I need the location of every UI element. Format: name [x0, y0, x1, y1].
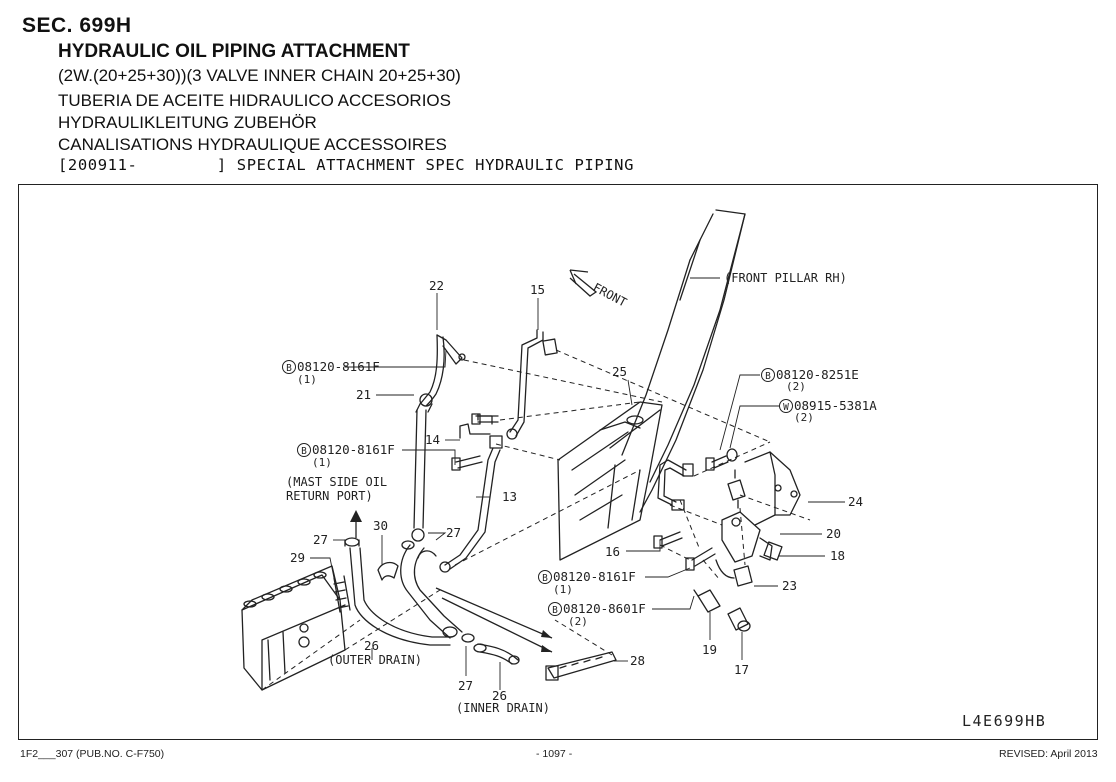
bolt-e	[705, 455, 729, 471]
clamp-27-bottom	[442, 626, 487, 653]
callout-30: 30	[373, 518, 388, 533]
title-german: HYDRAULIKLEITUNG ZUBEHÖR	[58, 113, 317, 132]
callout-27-bottom: 27	[458, 678, 473, 693]
bolt-mark-b-letter: B	[301, 446, 307, 457]
bolt-mark-c-letter: B	[542, 573, 548, 584]
footer-publication: 1F2___307 (PUB.NO. C-F750)	[20, 748, 165, 760]
pipe-13	[439, 435, 503, 573]
cable-tie-28	[545, 651, 617, 681]
bolt-d-part-number: 08120-8601F	[563, 601, 646, 616]
clamp-27-top	[344, 537, 360, 547]
arrows	[435, 269, 598, 653]
footer-page-number: - 1097 -	[536, 748, 573, 760]
callout-25: 25	[612, 364, 627, 379]
washer-mark	[779, 399, 793, 413]
callout-27-top: 27	[313, 532, 328, 547]
washer-qty: (2)	[794, 411, 814, 424]
inner-drain-hose	[477, 643, 520, 665]
footer-revised: REVISED: April 2013	[999, 748, 1098, 760]
return-hose	[411, 409, 427, 542]
bolt-a-part-number: 08120-8161F	[297, 359, 380, 374]
washer-mark-letter: W	[783, 402, 789, 413]
callout-14: 14	[425, 432, 440, 447]
callout-26-inner: 26	[492, 688, 507, 703]
spec-line: [200911- ] SPECIAL ATTACHMENT SPEC HYDRA…	[58, 156, 635, 174]
front-label: FRONT	[591, 280, 629, 309]
callout-16: 16	[605, 544, 620, 559]
bolt-a-qty: (1)	[297, 373, 317, 386]
page-title: HYDRAULIC OIL PIPING ATTACHMENT	[58, 41, 410, 62]
bolt-mark-e-letter: B	[765, 371, 771, 382]
callout-28: 28	[630, 653, 645, 668]
bolt-mark-d-letter: B	[552, 605, 558, 616]
pipe-15	[506, 329, 558, 440]
washer-part-number: 08915-5381A	[794, 398, 877, 413]
fitting-23	[715, 559, 753, 587]
callout-20: 20	[826, 526, 841, 541]
callout-13: 13	[502, 489, 517, 504]
bolt-b	[451, 455, 483, 471]
hose-22	[419, 334, 466, 407]
callout-26-outer: 26	[364, 638, 379, 653]
bolt-mark-c	[538, 570, 552, 584]
inner-drain-label: (INNER DRAIN)	[456, 701, 550, 715]
washer	[726, 448, 738, 462]
bolt-mark-a	[282, 360, 296, 374]
page-subtitle: (2W.(20+25+30))(3 VALVE INNER CHAIN 20+2…	[58, 66, 461, 85]
diagram-code: L4E699HB	[962, 712, 1046, 730]
bolt-mark-d	[548, 602, 562, 616]
bolt-mark-b	[297, 443, 311, 457]
cap-17	[727, 607, 751, 632]
fitting-19	[693, 589, 721, 613]
callout-29: 29	[290, 550, 305, 565]
bolt-b-qty: (1)	[312, 456, 332, 469]
bolt-c-part-number: 08120-8161F	[553, 569, 636, 584]
diagram-frame	[18, 184, 1098, 740]
title-spanish: TUBERIA DE ACEITE HIDRAULICO ACCESORIOS	[58, 91, 451, 110]
callout-19: 19	[702, 642, 717, 657]
bolt-b-part-number: 08120-8161F	[312, 442, 395, 457]
bracket-24	[744, 451, 801, 526]
mast-side-label-2: RETURN PORT)	[286, 489, 373, 503]
callout-15: 15	[530, 282, 545, 297]
callout-24: 24	[848, 494, 863, 509]
bolt-mark-e	[761, 368, 775, 382]
bolt-d	[685, 547, 716, 571]
bolt-d-qty: (2)	[568, 615, 588, 628]
bracket-plate	[557, 401, 663, 561]
section-number: SEC. 699H	[22, 14, 132, 37]
mast-side-label-1: (MAST SIDE OIL	[286, 475, 387, 489]
callout-22: 22	[429, 278, 444, 293]
bolt-mark-a-letter: B	[286, 363, 292, 374]
callout-23: 23	[782, 578, 797, 593]
callout-17: 17	[734, 662, 749, 677]
outer-drain-hose	[349, 547, 453, 646]
arrow-up-icon	[350, 510, 362, 522]
bolt-c	[653, 531, 683, 549]
pipe-16	[657, 459, 694, 511]
clamp-27-mid	[401, 540, 415, 550]
valve-block	[241, 565, 346, 691]
callout-18: 18	[830, 548, 845, 563]
outer-drain-label: (OUTER DRAIN)	[328, 653, 422, 667]
bolt-a	[471, 413, 499, 425]
fitting-20	[727, 469, 746, 509]
title-french: CANALISATIONS HYDRAULIQUE ACCESSOIRES	[58, 135, 447, 154]
leader-lines	[310, 277, 845, 690]
bolt-e-qty: (2)	[786, 380, 806, 393]
callout-21: 21	[356, 387, 371, 402]
page-header: SEC. 699H HYDRAULIC OIL PIPING ATTACHMEN…	[0, 0, 1116, 185]
bolt-e-part-number: 08120-8251E	[776, 367, 859, 382]
clip-14	[459, 413, 493, 439]
bolt-c-qty: (1)	[553, 583, 573, 596]
hose-30	[377, 544, 463, 639]
callout-27-mid: 27	[446, 525, 461, 540]
valve-18	[721, 511, 783, 563]
guide-lines	[261, 349, 811, 691]
front-pillar-label: (FRONT PILLAR RH)	[724, 271, 847, 285]
